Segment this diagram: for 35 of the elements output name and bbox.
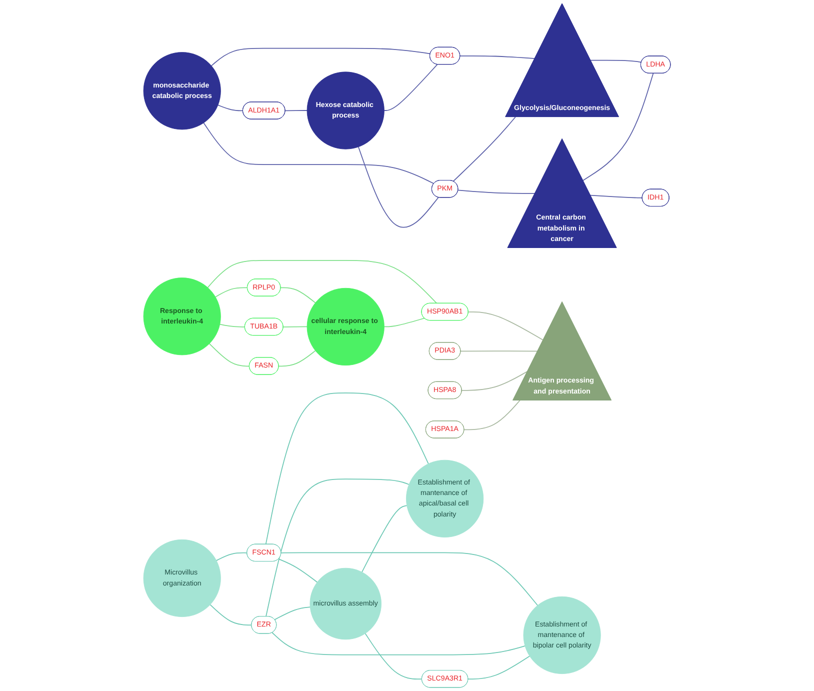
connector bbox=[203, 122, 434, 184]
connector bbox=[278, 350, 316, 367]
connector bbox=[358, 146, 439, 228]
connector bbox=[266, 478, 410, 617]
connector bbox=[458, 190, 536, 194]
connector bbox=[210, 604, 252, 626]
connector bbox=[278, 558, 318, 583]
connector bbox=[590, 194, 643, 198]
connector bbox=[215, 287, 248, 298]
connector bbox=[265, 392, 429, 545]
connector bbox=[280, 552, 538, 606]
connector bbox=[460, 55, 536, 60]
connector bbox=[384, 64, 438, 111]
connector bbox=[208, 343, 250, 367]
connector bbox=[280, 287, 316, 304]
connector bbox=[272, 632, 526, 656]
connector bbox=[460, 350, 538, 352]
connector bbox=[219, 324, 246, 328]
connector bbox=[468, 656, 530, 680]
connector bbox=[284, 110, 308, 112]
connector bbox=[582, 72, 654, 181]
connector bbox=[216, 552, 248, 561]
connector bbox=[364, 633, 422, 680]
connector bbox=[452, 116, 516, 182]
connector bbox=[218, 104, 244, 112]
connector bbox=[590, 60, 642, 63]
connector bbox=[274, 606, 311, 620]
connector bbox=[362, 505, 408, 573]
connector bbox=[210, 48, 431, 66]
connector bbox=[207, 260, 438, 304]
connector bbox=[461, 370, 528, 391]
connector bbox=[464, 400, 520, 430]
connector bbox=[468, 311, 544, 341]
connector bbox=[282, 326, 308, 328]
connector bbox=[384, 318, 425, 328]
